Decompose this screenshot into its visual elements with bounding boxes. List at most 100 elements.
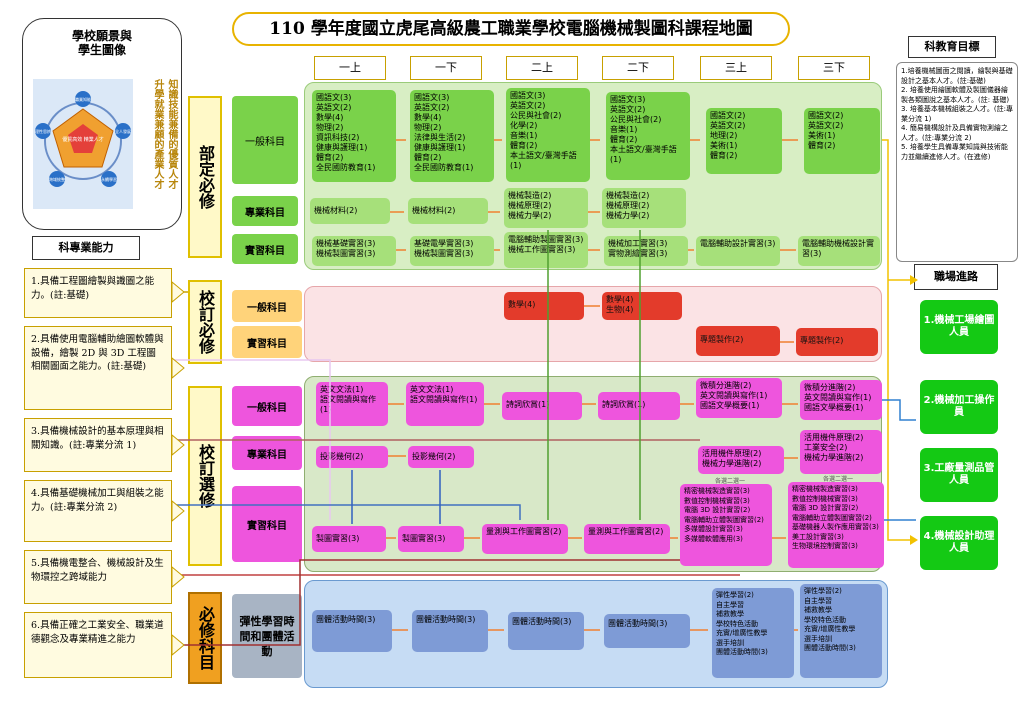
vision-label-1: 職業知能	[75, 96, 91, 102]
category-school-elective-label: 校訂選修	[196, 444, 215, 508]
semester-header-2: 一下	[410, 56, 482, 80]
elective-professional-2: 投影幾何(2)	[408, 446, 474, 468]
category-mandatory: 必修科目	[188, 592, 222, 684]
subrow-flex: 彈性學習時間和團體活動	[232, 594, 302, 678]
dept-professional-2: 機械材料(2)	[408, 198, 488, 224]
semester-header-1: 一上	[314, 56, 386, 80]
vision-panel: 學校願景與 學生圖像 優質高效 精業人才 職業知能 全人發展 永續學習 跨域統整…	[22, 18, 182, 230]
elective-practice-1: 製圖實習(3)	[312, 526, 386, 552]
student-portrait-diagram: 優質高效 精業人才 職業知能 全人發展 永續學習 跨域統整 理性思辨	[33, 79, 133, 209]
ability-5: 5.具備機電整合、機械設計及生物環控之跨域能力	[24, 550, 172, 604]
ability-1: 1.具備工程圖繪製與識圖之能力。(註:基礎)	[24, 268, 172, 318]
career-4: 4.機械設計助理人員	[920, 516, 998, 570]
flex-4: 團體活動時間(3)	[604, 614, 690, 648]
vision-center-label: 優質高效 精業人才	[62, 136, 104, 143]
subrow-school-req-practice: 實習科目	[232, 326, 302, 358]
flex-3: 團體活動時間(3)	[508, 612, 584, 650]
dept-general-1: 國語文(3) 英語文(2) 數學(4) 物理(2) 資訊科技(2) 健康與護理(…	[312, 90, 396, 182]
category-school-required: 校訂必修	[188, 280, 222, 364]
vision-label-5: 理性思辨	[35, 128, 51, 134]
ability-arrow-6	[171, 633, 185, 657]
ability-link-4	[172, 504, 521, 520]
flex-6: 彈性學習(2) 自主學習 補救教學 學校特色活動 充實/增廣性教學 選手培訓 團…	[800, 584, 882, 678]
ability-link-2	[172, 359, 331, 520]
semester-header-4: 二下	[602, 56, 674, 80]
flex-5: 彈性學習(2) 自主學習 補救教學 學校特色活動 充實/增廣性教學 選手培訓 團…	[712, 588, 794, 678]
ability-arrow-5	[171, 565, 185, 589]
school-req-practice-2: 專題製作(2)	[796, 328, 878, 356]
dept-general-4: 國語文(3) 英語文(2) 公民與社會(2) 音樂(1) 體育(2) 本土語文/…	[606, 92, 690, 180]
category-school-required-label: 校訂必修	[196, 290, 215, 354]
category-mandatory-label: 必修科目	[196, 606, 215, 670]
abilities-title: 科專業能力	[32, 236, 140, 260]
subrow-dept-practice: 實習科目	[232, 234, 298, 264]
category-dept-required-label: 部定必修	[196, 145, 215, 209]
dept-general-6: 國語文(2) 英語文(2) 美術(1) 體育(2)	[804, 108, 880, 174]
dept-required-band	[304, 82, 882, 270]
vision-label-2: 全人發展	[115, 128, 131, 134]
slogan-col-1: 知識技能兼備的優質人才	[166, 79, 177, 189]
ability-arrow-1	[171, 280, 185, 304]
career-2: 2.機械加工操作員	[920, 380, 998, 434]
flex-2: 團體活動時間(3)	[412, 610, 488, 652]
elective-general-5: 微積分進階(2) 英文閱讀與寫作(1) 國語文學概要(1)	[696, 378, 782, 418]
category-dept-required: 部定必修	[188, 96, 222, 258]
goals-title: 科教育目標	[908, 36, 996, 58]
semester-header-5: 三上	[700, 56, 772, 80]
elective-general-3: 詩詞欣賞(1)	[502, 392, 582, 420]
flow-line-main	[882, 139, 910, 541]
school-required-band	[304, 286, 882, 362]
elective-practice-6: 精密機械製造實習(3) 數值控制機械實習(3) 電腦 3D 設計實習(2) 電腦…	[788, 482, 884, 568]
dept-practice-2: 基礎電學實習(3) 機械製圖實習(3)	[410, 236, 494, 266]
career-1: 1.機械工場繪圖人員	[920, 300, 998, 354]
ability-arrow-3	[171, 433, 185, 457]
link-to-career-2	[882, 399, 916, 421]
elective-choice-label-1: 各選二選一	[714, 478, 745, 485]
subrow-elective-general: 一般科目	[232, 386, 302, 426]
elective-professional-4: 活用機件原理(2) 工業安全(2) 機械力學進階(2)	[800, 430, 882, 474]
elective-practice-2: 製圖實習(3)	[398, 526, 464, 552]
vision-label-4: 跨域統整	[49, 176, 65, 182]
category-school-elective: 校訂選修	[188, 386, 222, 566]
dept-general-5: 國語文(2) 英語文(2) 地理(2) 美術(1) 體育(2)	[706, 108, 782, 174]
semester-header-6: 三下	[798, 56, 870, 80]
ability-3: 3.具備機械設計的基本原理與相關知識。(註:專業分流 1)	[24, 418, 172, 472]
school-req-general-2: 數學(4) 生物(4)	[602, 292, 682, 320]
elective-practice-3: 量測與工作圖實習(2)	[482, 524, 568, 554]
subrow-elective-practice: 實習科目	[232, 486, 302, 562]
school-req-general-1: 數學(4)	[504, 292, 584, 320]
slogan-col-2: 升學就業兼顧的產業人才	[152, 79, 163, 189]
flex-1: 團體活動時間(3)	[312, 610, 392, 652]
dept-practice-6: 電腦輔助機械設計實習(3)	[798, 236, 880, 266]
vision-title: 學校願景與 學生圖像	[71, 29, 132, 57]
arrowhead-career-4	[910, 535, 918, 545]
arrowhead-career	[910, 275, 918, 285]
elective-general-1: 英文文法(1) 語文閱讀與寫作(1)	[316, 382, 388, 426]
vision-label-3: 永續學習	[101, 176, 117, 182]
dept-professional-1: 機械材料(2)	[310, 198, 390, 224]
dept-professional-3: 機械製造(2) 機械原理(2) 機械力學(2)	[504, 188, 588, 228]
semester-header-3: 二上	[506, 56, 578, 80]
dept-general-2: 國語文(3) 英語文(2) 數學(4) 物理(2) 法律與生活(2) 健康與護理…	[410, 90, 494, 182]
dept-practice-4: 機械加工實習(3) 實物測繪實習(3)	[604, 236, 688, 266]
ability-2: 2.具備使用電腦輔助繪圖軟體與設備，繪製 2D 與 3D 工程圖相關圖面之能力。…	[24, 326, 172, 410]
dept-professional-4: 機械製造(2) 機械原理(2) 機械力學(2)	[602, 188, 686, 228]
dept-practice-1: 機械基礎實習(3) 機械製圖實習(3)	[312, 236, 396, 266]
ability-4: 4.具備基礎機械加工與組裝之能力。(註:專業分流 2)	[24, 480, 172, 542]
elective-choice-label-2: 各選二選一	[822, 476, 853, 483]
page-title: 110 學年度國立虎尾高級農工職業學校電腦機械製圖科課程地圖	[232, 12, 790, 46]
elective-general-2: 英文文法(1) 語文閱讀與寫作(1)	[406, 382, 484, 426]
ability-link-6	[172, 559, 680, 646]
elective-general-6: 微積分進階(2) 英文閱讀與寫作(1) 國語文學概要(1)	[800, 380, 882, 420]
elective-professional-3: 活用機件原理(2) 機械力學進階(2)	[698, 446, 784, 474]
dept-practice-5: 電腦輔助設計實習(3)	[696, 236, 780, 266]
subrow-dept-general: 一般科目	[232, 96, 298, 184]
arrows-elective-professional	[388, 455, 798, 459]
subrow-school-req-general: 一般科目	[232, 290, 302, 322]
subrow-elective-professional: 專業科目	[232, 436, 302, 470]
elective-practice-4: 量測與工作圖實習(2)	[584, 524, 670, 554]
ability-arrow-2	[171, 356, 185, 380]
career-3: 3.工廠量測品管人員	[920, 448, 998, 502]
dept-practice-3: 電腦輔助製圖實習(3) 機械工作圖實習(3)	[504, 232, 588, 268]
